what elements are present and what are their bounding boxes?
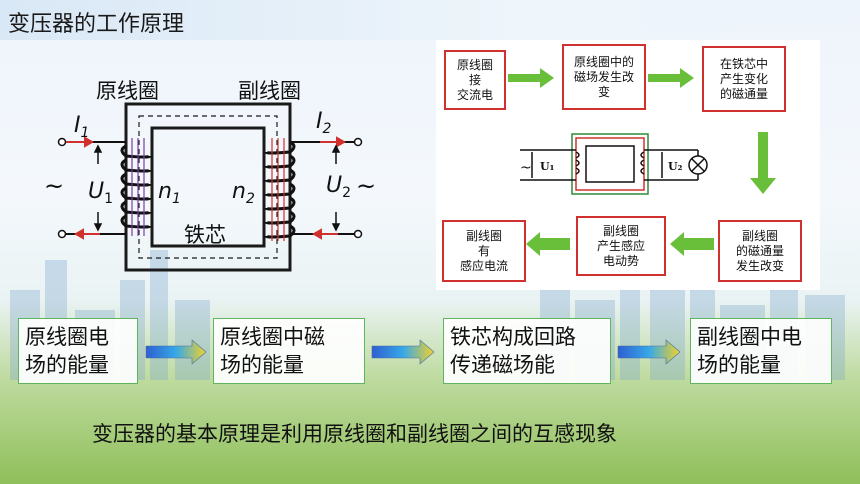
flow-box-core-flux: 在铁芯中 产生变化 的磁通量 [702, 46, 786, 112]
secondary-terminal-bottom [353, 229, 363, 239]
primary-flux-lines [131, 138, 145, 236]
arrow-right-2 [648, 68, 694, 88]
arrow-down [750, 132, 776, 194]
voltage-markers [93, 144, 341, 232]
arrow-left-2 [526, 232, 570, 256]
current-arrows [66, 136, 347, 240]
arrow-right-1 [508, 68, 554, 88]
voltage-u1-label: U1 [88, 179, 113, 207]
stage-arrow-3 [617, 339, 681, 365]
stage-arrow-2 [371, 339, 435, 365]
secondary-terminal-top [353, 137, 363, 147]
flow-box-primary-field-change: 原线圈中的 磁场发生改 变 [562, 44, 646, 110]
primary-terminal-bottom [57, 229, 67, 239]
secondary-coil [264, 140, 296, 239]
turns-n2-label: n2 [232, 179, 255, 207]
conclusion-text: 变压器的基本原理是利用原线圈和副线圈之间的互感现象 [92, 422, 617, 446]
title-bar: 变压器的工作原理 [0, 0, 860, 40]
core-label: 铁芯 [184, 223, 226, 247]
flow-box-secondary-emf: 副线圈 产生感应 电动势 [576, 216, 666, 276]
ac-left-symbol: ~ [44, 172, 64, 200]
transformer-diagram: 原线圈 副线圈 铁芯 ~ ~ I1 I2 U1 U2 n1 n2 [44, 79, 376, 272]
flux-path [138, 115, 278, 259]
turns-n1-label: n1 [158, 179, 181, 207]
flow-box-secondary-flux: 副线圈 的磁通量 发生改变 [718, 220, 802, 282]
flow-box-secondary-current: 副线圈 有 感应电流 [442, 220, 526, 282]
process-flowchart: 原线圈 接 交流电 原线圈中的 磁场发生改 变 在铁芯中 产生变化 的磁通量 副… [436, 40, 820, 290]
secondary-flux-lines [271, 138, 285, 241]
stage-secondary-electric-energy: 副线圈中电 场的能量 [690, 318, 832, 384]
secondary-coil-label: 副线圈 [238, 79, 301, 103]
stage-core-transfer: 铁芯构成回路 传递磁场能 [443, 318, 611, 384]
mini-u2-label: U₂ [668, 160, 683, 173]
mini-u1-label: U₁ [540, 160, 555, 173]
iron-core [124, 102, 292, 272]
primary-terminal-top [57, 137, 67, 147]
iron-core-window [150, 126, 266, 248]
page-title: 变压器的工作原理 [8, 12, 185, 37]
primary-coil-label: 原线圈 [96, 79, 159, 103]
mini-transformer-icon [520, 133, 708, 195]
voltage-u2-label: U2 [326, 173, 351, 201]
flow-box-primary-ac: 原线圈 接 交流电 [444, 50, 506, 110]
primary-coil [120, 144, 152, 229]
stage-primary-electric-energy: 原线圈电 场的能量 [18, 318, 138, 384]
current-i2-label: I2 [316, 109, 332, 137]
arrow-left-1 [670, 232, 714, 256]
stage-arrows [145, 339, 681, 365]
stage-arrow-1 [145, 339, 207, 365]
flow-arrows: U₁ U₂ ~ [508, 68, 776, 256]
ac-right-symbol: ~ [356, 172, 376, 200]
stage-primary-magnetic-energy: 原线圈中磁 场的能量 [213, 318, 365, 384]
current-i1-label: I1 [74, 113, 89, 141]
mini-ac-symbol: ~ [520, 160, 532, 176]
